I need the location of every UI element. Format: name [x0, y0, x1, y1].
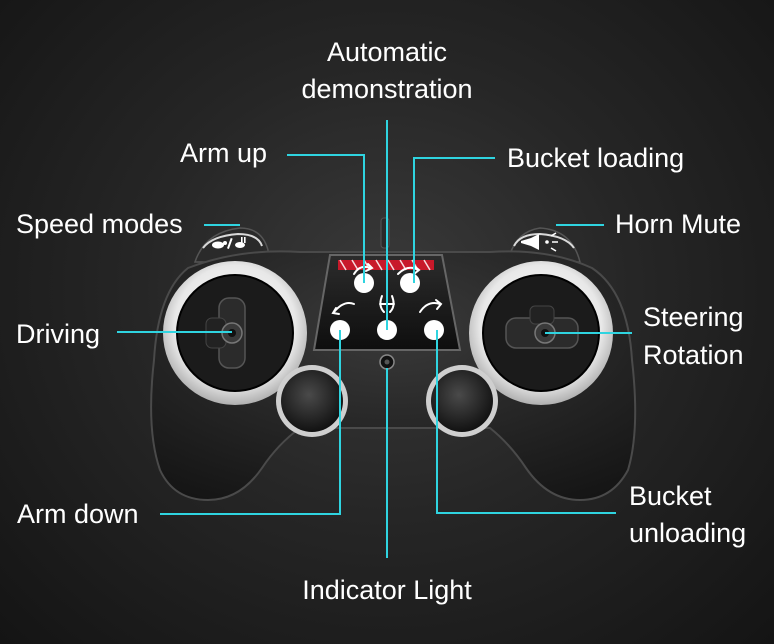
- label-indicator-light: Indicator Light: [302, 575, 472, 605]
- label-automatic-line1: Automatic: [326, 37, 448, 67]
- steering-stick[interactable]: [505, 305, 579, 349]
- leader-arm-down: [160, 330, 341, 515]
- label-bucket-unloading-line1: Bucket: [629, 481, 712, 511]
- indicator-light: [379, 354, 395, 370]
- label-automatic-line2: demonstration: [301, 74, 473, 104]
- leader-bucket-loading: [413, 157, 495, 283]
- right-thumb-knob[interactable]: [426, 365, 498, 437]
- label-bucket-unloading-line2: unloading: [629, 518, 747, 548]
- label-speed-modes: Speed modes: [16, 209, 183, 239]
- leader-lines: [117, 120, 632, 558]
- label-arm-down: Arm down: [17, 499, 139, 529]
- leader-bucket-unloading: [436, 330, 616, 514]
- label-bucket-loading: Bucket loading: [507, 143, 685, 173]
- horn-icon: [521, 232, 558, 252]
- label-horn-mute: Horn Mute: [615, 209, 742, 239]
- turtle-rabbit-icon: [212, 237, 246, 249]
- label-arm-up: Arm up: [180, 138, 268, 168]
- bucket-loading-button[interactable]: [400, 273, 420, 293]
- label-driving: Driving: [16, 319, 101, 349]
- leader-arm-up: [287, 154, 365, 283]
- label-steering-line2: Rotation: [643, 340, 744, 370]
- bucket-load-icon: [397, 265, 421, 275]
- arm-down-icon: [331, 302, 355, 315]
- arm-up-icon: [353, 263, 374, 275]
- left-thumb-knob[interactable]: [276, 365, 348, 437]
- bucket-unload-icon: [419, 299, 443, 313]
- label-steering-line1: Steering: [643, 302, 744, 332]
- bucket-unloading-button[interactable]: [424, 320, 444, 340]
